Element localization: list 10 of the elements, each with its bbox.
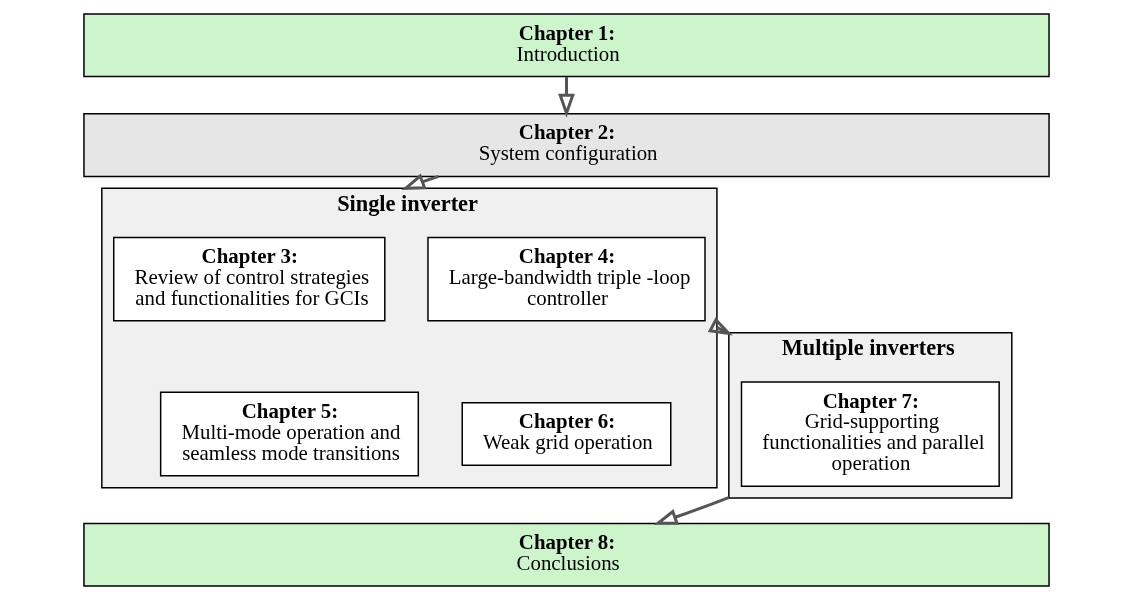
node-box: Chapter 5: Multi-mode operation and seamless mode transitions bbox=[159, 391, 420, 477]
node-box: Chapter 1: Introduction bbox=[83, 13, 1050, 78]
node-box: Chapter 2: System configuration bbox=[83, 113, 1050, 178]
node-box: Chapter 8: Conclusions bbox=[83, 522, 1050, 587]
node-box: Chapter 4: Large-bandwidth triple -loop controller bbox=[427, 236, 706, 322]
node-box: Chapter 3: Review of control strategies and functionalities for GCIs bbox=[113, 236, 386, 322]
arrow bbox=[558, 76, 575, 118]
node-box: Chapter 7: Grid-supporting functionalities and parallel operation bbox=[740, 381, 1000, 487]
node-box: Chapter 6: Weak grid operation bbox=[461, 402, 672, 467]
arrow bbox=[653, 496, 730, 525]
